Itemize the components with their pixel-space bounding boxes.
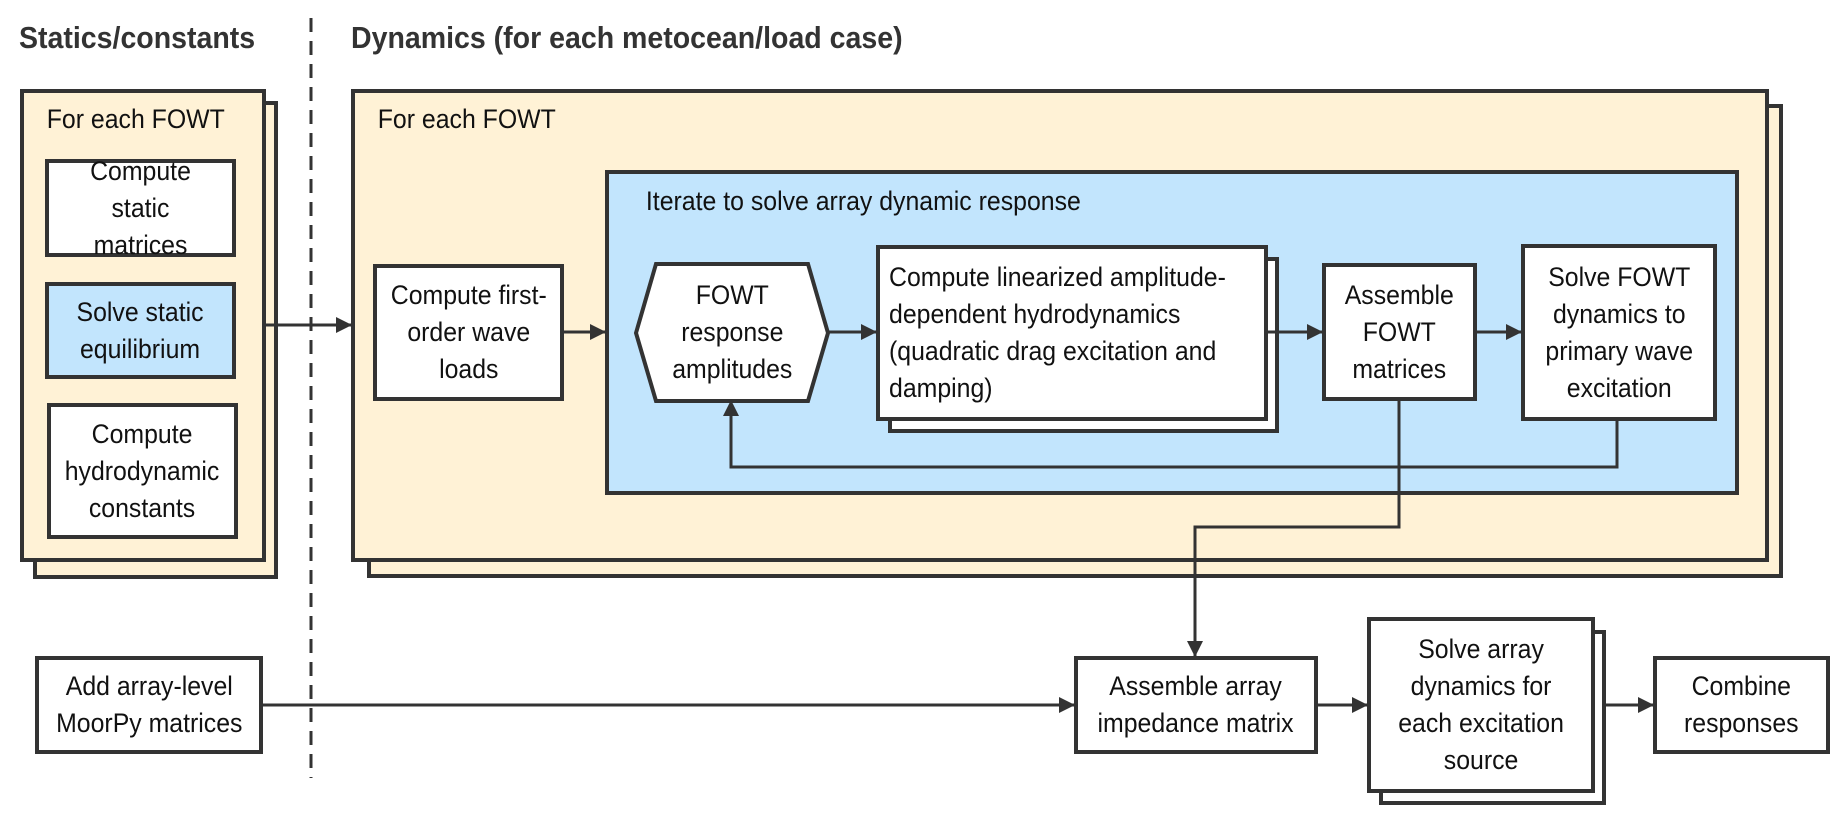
dynamics-header: Dynamics (for each metocean/load case) [351,20,903,55]
iterate-panel-label: Iterate to solve array dynamic response [645,186,1081,216]
statics-header: Statics/constants [19,20,256,55]
combine-responses-box[interactable]: Combine responses [1653,656,1830,754]
compute-static-matrices-box[interactable]: Compute static matrices [45,156,236,260]
dynamics-panel-label: For each FOWT [377,104,556,134]
solve-array-dynamics-label: Solve array dynamics for each excitation… [1398,634,1564,775]
assemble-impedance-matrix-box[interactable]: Assemble array impedance matrix [1074,656,1318,754]
compute-static-matrices-label: Compute static matrices [90,155,191,260]
statics-panel-label: For each FOWT [46,104,225,134]
solve-static-equilibrium-box[interactable]: Solve static equilibrium [45,282,236,379]
add-moorpy-matrices-box[interactable]: Add array-level MoorPy matrices [35,656,263,754]
solve-static-equilibrium-label: Solve static equilibrium [76,296,205,364]
first-order-wave-loads-label: Compute first- order wave loads [390,280,547,384]
assemble-fowt-matrices-label: Assemble FOWT matrices [1344,279,1455,384]
assemble-impedance-matrix-label: Assemble array impedance matrix [1097,671,1295,738]
solve-array-dynamics-box[interactable]: Solve array dynamics for each excitation… [1367,617,1595,793]
add-moorpy-matrices-label: Add array-level MoorPy matrices [55,671,243,738]
linearized-hydrodynamics-label: Compute linearized amplitude- dependent … [889,262,1226,403]
solve-fowt-dynamics-label: Solve FOWT dynamics to primary wave exci… [1545,261,1693,403]
combine-responses-label: Combine responses [1684,671,1799,738]
compute-hydrodynamic-constants-box[interactable]: Compute hydrodynamic constants [47,403,238,539]
solve-fowt-dynamics-box[interactable]: Solve FOWT dynamics to primary wave exci… [1521,244,1717,421]
arrow-feedback-loop [723,400,1619,469]
assemble-fowt-matrices-box[interactable]: Assemble FOWT matrices [1322,263,1477,401]
first-order-wave-loads-box[interactable]: Compute first- order wave loads [373,264,564,401]
arrow-fowt-to-impedance [1187,401,1401,657]
linearized-hydrodynamics-box[interactable]: Compute linearized amplitude- dependent … [876,245,1268,421]
response-amplitudes-hexagon[interactable] [633,262,831,404]
response-amplitudes-label: FOWT response amplitudes [671,280,793,384]
compute-hydrodynamic-constants-label: Compute hydrodynamic constants [65,418,220,523]
